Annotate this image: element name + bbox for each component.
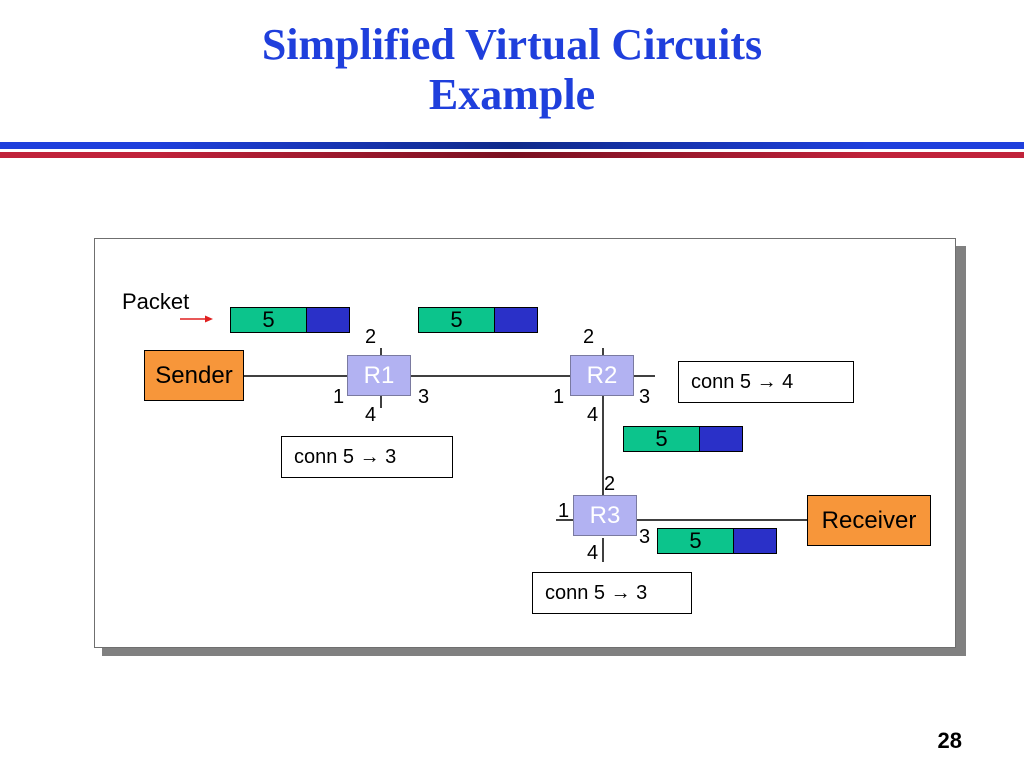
packet-vc-number: 5 xyxy=(230,307,307,333)
packet-data xyxy=(700,426,743,452)
slide-title-line1: Simplified Virtual Circuits xyxy=(261,20,763,69)
packet-vc-number: 5 xyxy=(657,528,734,554)
r2-port-top: 2 xyxy=(583,326,595,348)
packet-2: 5 xyxy=(418,307,538,333)
sender-node: Sender xyxy=(144,350,244,401)
r3-port-bottom: 4 xyxy=(587,542,599,564)
router-r1: R1 xyxy=(347,355,411,396)
packet-data xyxy=(734,528,777,554)
diagram-frame xyxy=(94,238,956,648)
packet-4: 5 xyxy=(657,528,777,554)
slide-title-line2: Example xyxy=(428,70,596,119)
title-rule-red xyxy=(0,152,1024,158)
r3-port-right: 3 xyxy=(639,526,651,548)
r2-port-bottom: 4 xyxy=(587,404,599,426)
r1-port-right: 3 xyxy=(418,386,430,408)
receiver-node: Receiver xyxy=(807,495,931,546)
router-r2: R2 xyxy=(570,355,634,396)
packet-vc-number: 5 xyxy=(418,307,495,333)
forwarding-table-r1: conn 5 → 3 xyxy=(281,436,453,478)
r2-port-right: 3 xyxy=(639,386,651,408)
forwarding-table-r3: conn 5 → 3 xyxy=(532,572,692,614)
packet-arrow-head xyxy=(205,315,213,323)
router-r3: R3 xyxy=(573,495,637,536)
title-rule-blue xyxy=(0,142,1024,149)
packet-label: Packet xyxy=(122,289,190,314)
r1-port-bottom: 4 xyxy=(365,404,377,426)
packet-3: 5 xyxy=(623,426,743,452)
r1-port-left: 1 xyxy=(333,386,345,408)
r2-port-left: 1 xyxy=(553,386,565,408)
r1-port-top: 2 xyxy=(365,326,377,348)
forwarding-table-r2: conn 5 → 4 xyxy=(678,361,854,403)
page-number: 28 xyxy=(937,728,962,753)
packet-data xyxy=(307,307,350,333)
r3-port-left: 1 xyxy=(558,500,570,522)
packet-vc-number: 5 xyxy=(623,426,700,452)
packet-1: 5 xyxy=(230,307,350,333)
slide-title: Simplified Virtual Circuits Example xyxy=(0,20,1024,120)
packet-data xyxy=(495,307,538,333)
r3-port-top: 2 xyxy=(604,473,616,495)
